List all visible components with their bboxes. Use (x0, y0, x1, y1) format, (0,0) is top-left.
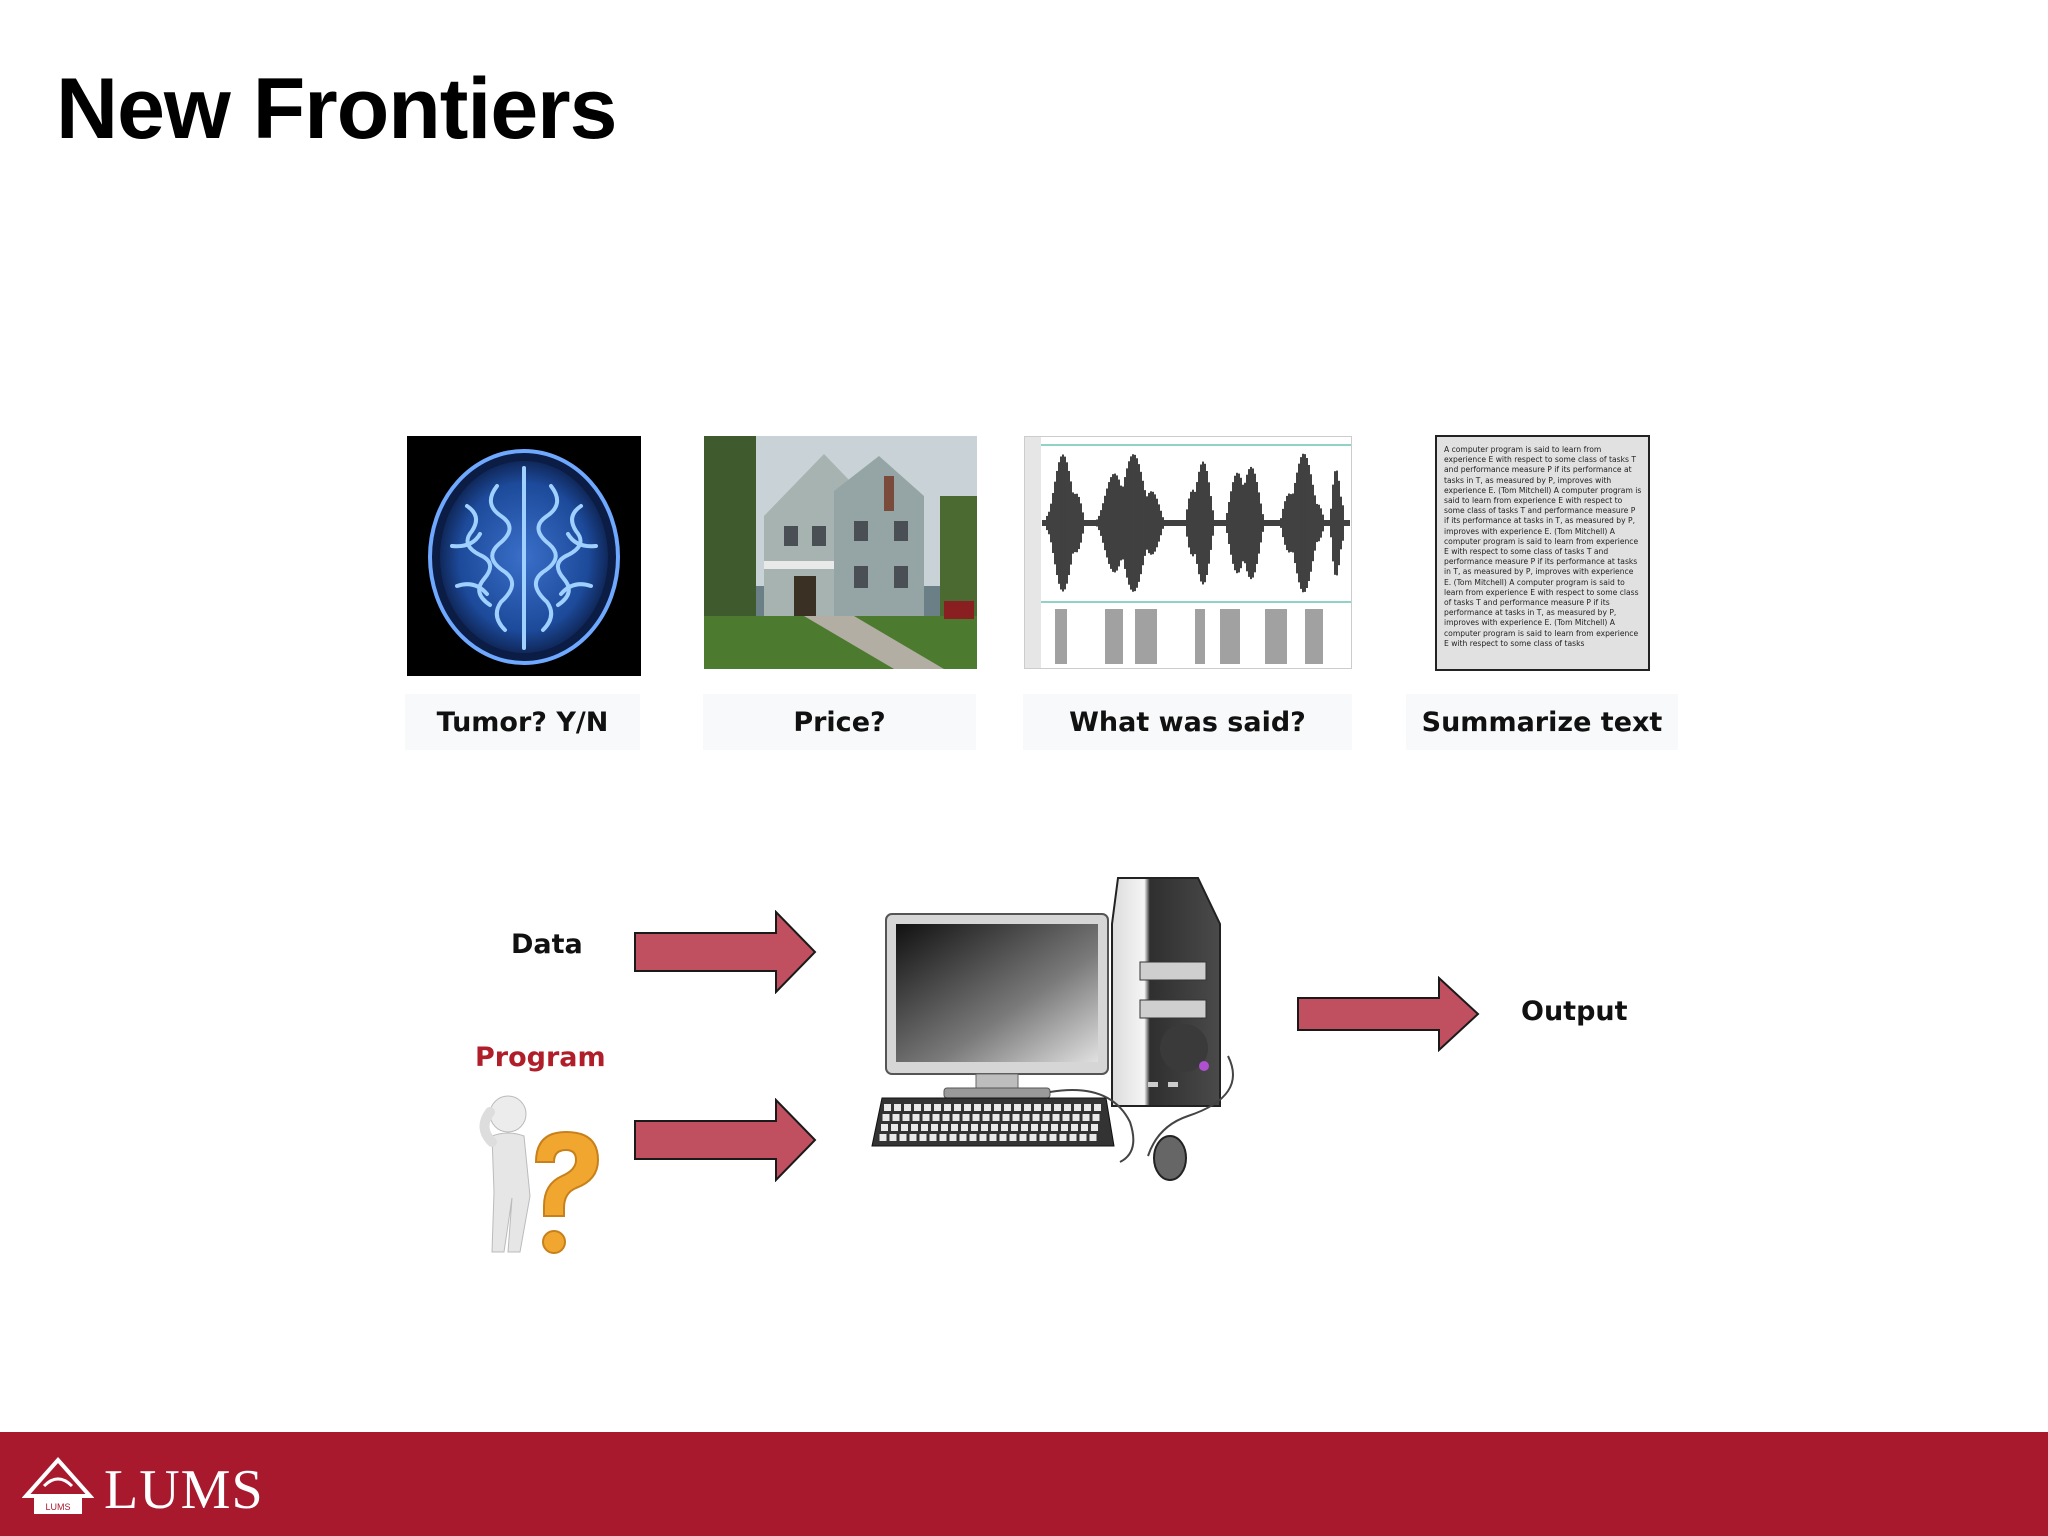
output-label: Output (1521, 996, 1628, 1027)
speech-waveform-image (1024, 436, 1352, 669)
caption-tumor: Tumor? Y/N (405, 694, 640, 750)
caption-summarize-text: Summarize text (1406, 694, 1678, 750)
data-label: Data (511, 929, 583, 960)
caption-price: Price? (703, 694, 976, 750)
caption-what-was-said: What was said? (1023, 694, 1352, 750)
footer-bar (0, 1432, 2048, 1536)
brain-mri-image (407, 436, 641, 676)
lums-emblem-icon: LUMS (22, 1456, 94, 1514)
computer-icon (871, 877, 1234, 1181)
house-photo (704, 436, 977, 669)
program-label: Program (475, 1042, 606, 1073)
lums-emblem-text: LUMS (45, 1502, 70, 1512)
data-arrow-icon (634, 910, 817, 994)
lums-logo-text: LUMS (104, 1459, 264, 1521)
confused-person-icon (479, 1095, 600, 1254)
slide-title: New Frontiers (56, 61, 617, 157)
program-arrow-icon (634, 1098, 817, 1182)
document-text: A computer program is said to learn from… (1444, 445, 1642, 648)
output-arrow-icon (1297, 976, 1480, 1052)
text-document-image: A computer program is said to learn from… (1435, 435, 1650, 671)
